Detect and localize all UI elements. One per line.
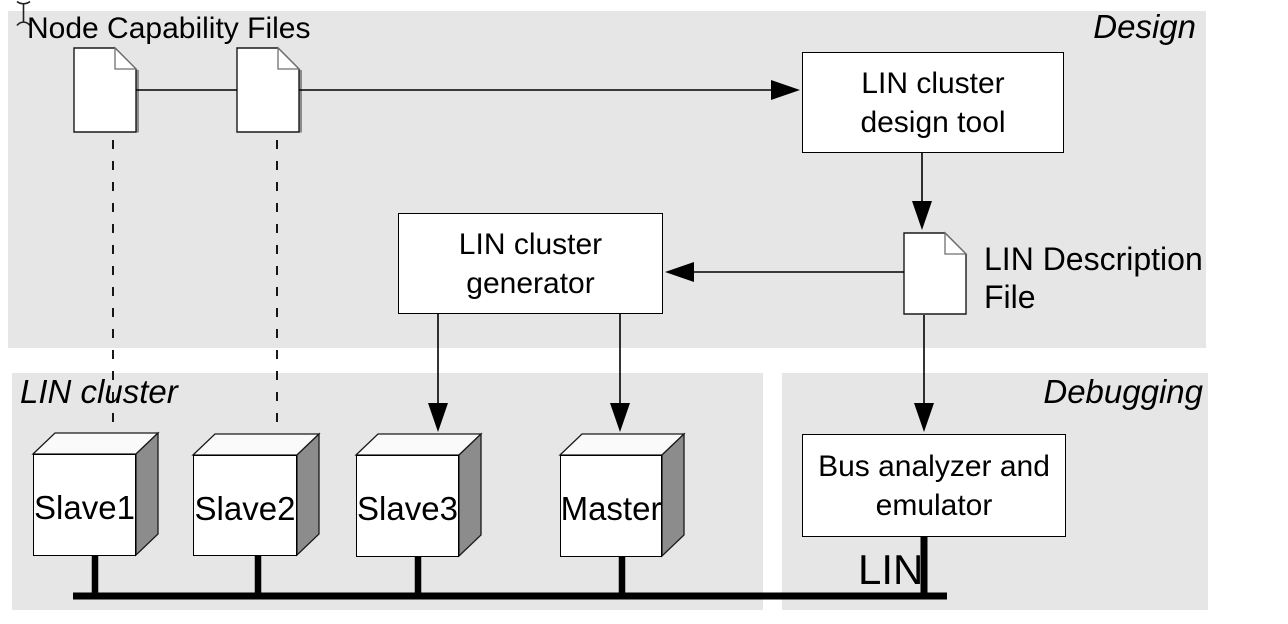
- node-cube-slave1: Slave1: [33, 454, 136, 556]
- lin-cluster-design-tool-box: LIN cluster design tool: [802, 52, 1064, 153]
- node-capability-files-label: Node Capability Files: [27, 12, 311, 45]
- design-tool-line1: LIN cluster: [861, 66, 1005, 100]
- arrowhead-into-slave3: [428, 403, 448, 432]
- bus-analyzer-line2: emulator: [875, 488, 993, 522]
- document-icon: [73, 46, 139, 133]
- arrowhead-into-master: [610, 403, 630, 432]
- connector-lines: [136, 89, 925, 404]
- node-label-slave2: Slave2: [194, 489, 296, 527]
- lin-bus: [73, 536, 947, 600]
- node-label-slave1: Slave1: [34, 489, 135, 526]
- lin-description-file-label: LIN Description File: [984, 240, 1203, 316]
- arrowhead-into-design-tool: [771, 80, 800, 100]
- node-label-master: Master: [560, 490, 662, 527]
- bus-analyzer-line1: Bus analyzer and: [818, 449, 1050, 483]
- arrowhead-into-bus-analyzer: [914, 403, 934, 432]
- arrowheads: [428, 80, 934, 432]
- node-cube-slave3: Slave3: [356, 455, 459, 557]
- document-icon: [236, 46, 302, 133]
- dashed-links: [112, 140, 278, 433]
- lin-description-file-line1: LIN Description: [984, 241, 1203, 277]
- node-cube-slave2: Slave2: [193, 455, 297, 556]
- bus-analyzer-emulator-box: Bus analyzer and emulator: [802, 434, 1066, 537]
- lin-bus-label: LIN: [858, 546, 924, 593]
- generator-line1: LIN cluster: [458, 227, 603, 261]
- arrowhead-into-generator: [665, 262, 694, 282]
- lin-description-file-line2: File: [984, 279, 1036, 315]
- arrowhead-into-ldf: [912, 201, 932, 230]
- document-icon: [903, 231, 968, 315]
- lin-cluster-generator-box: LIN cluster generator: [398, 213, 663, 314]
- cube-slave1-faces: [31, 431, 160, 557]
- cube-slave3-faces: [354, 432, 483, 558]
- lin-cluster-region-label: LIN cluster: [20, 373, 178, 410]
- design-region-label: Design: [1093, 8, 1196, 45]
- node-label-slave3: Slave3: [357, 490, 458, 527]
- text-cursor-icon: [16, 0, 31, 27]
- generator-line2: generator: [466, 266, 595, 300]
- node-cube-master: Master: [560, 455, 662, 557]
- design-tool-line2: design tool: [860, 105, 1006, 139]
- debugging-region-label: Debugging: [1043, 373, 1203, 410]
